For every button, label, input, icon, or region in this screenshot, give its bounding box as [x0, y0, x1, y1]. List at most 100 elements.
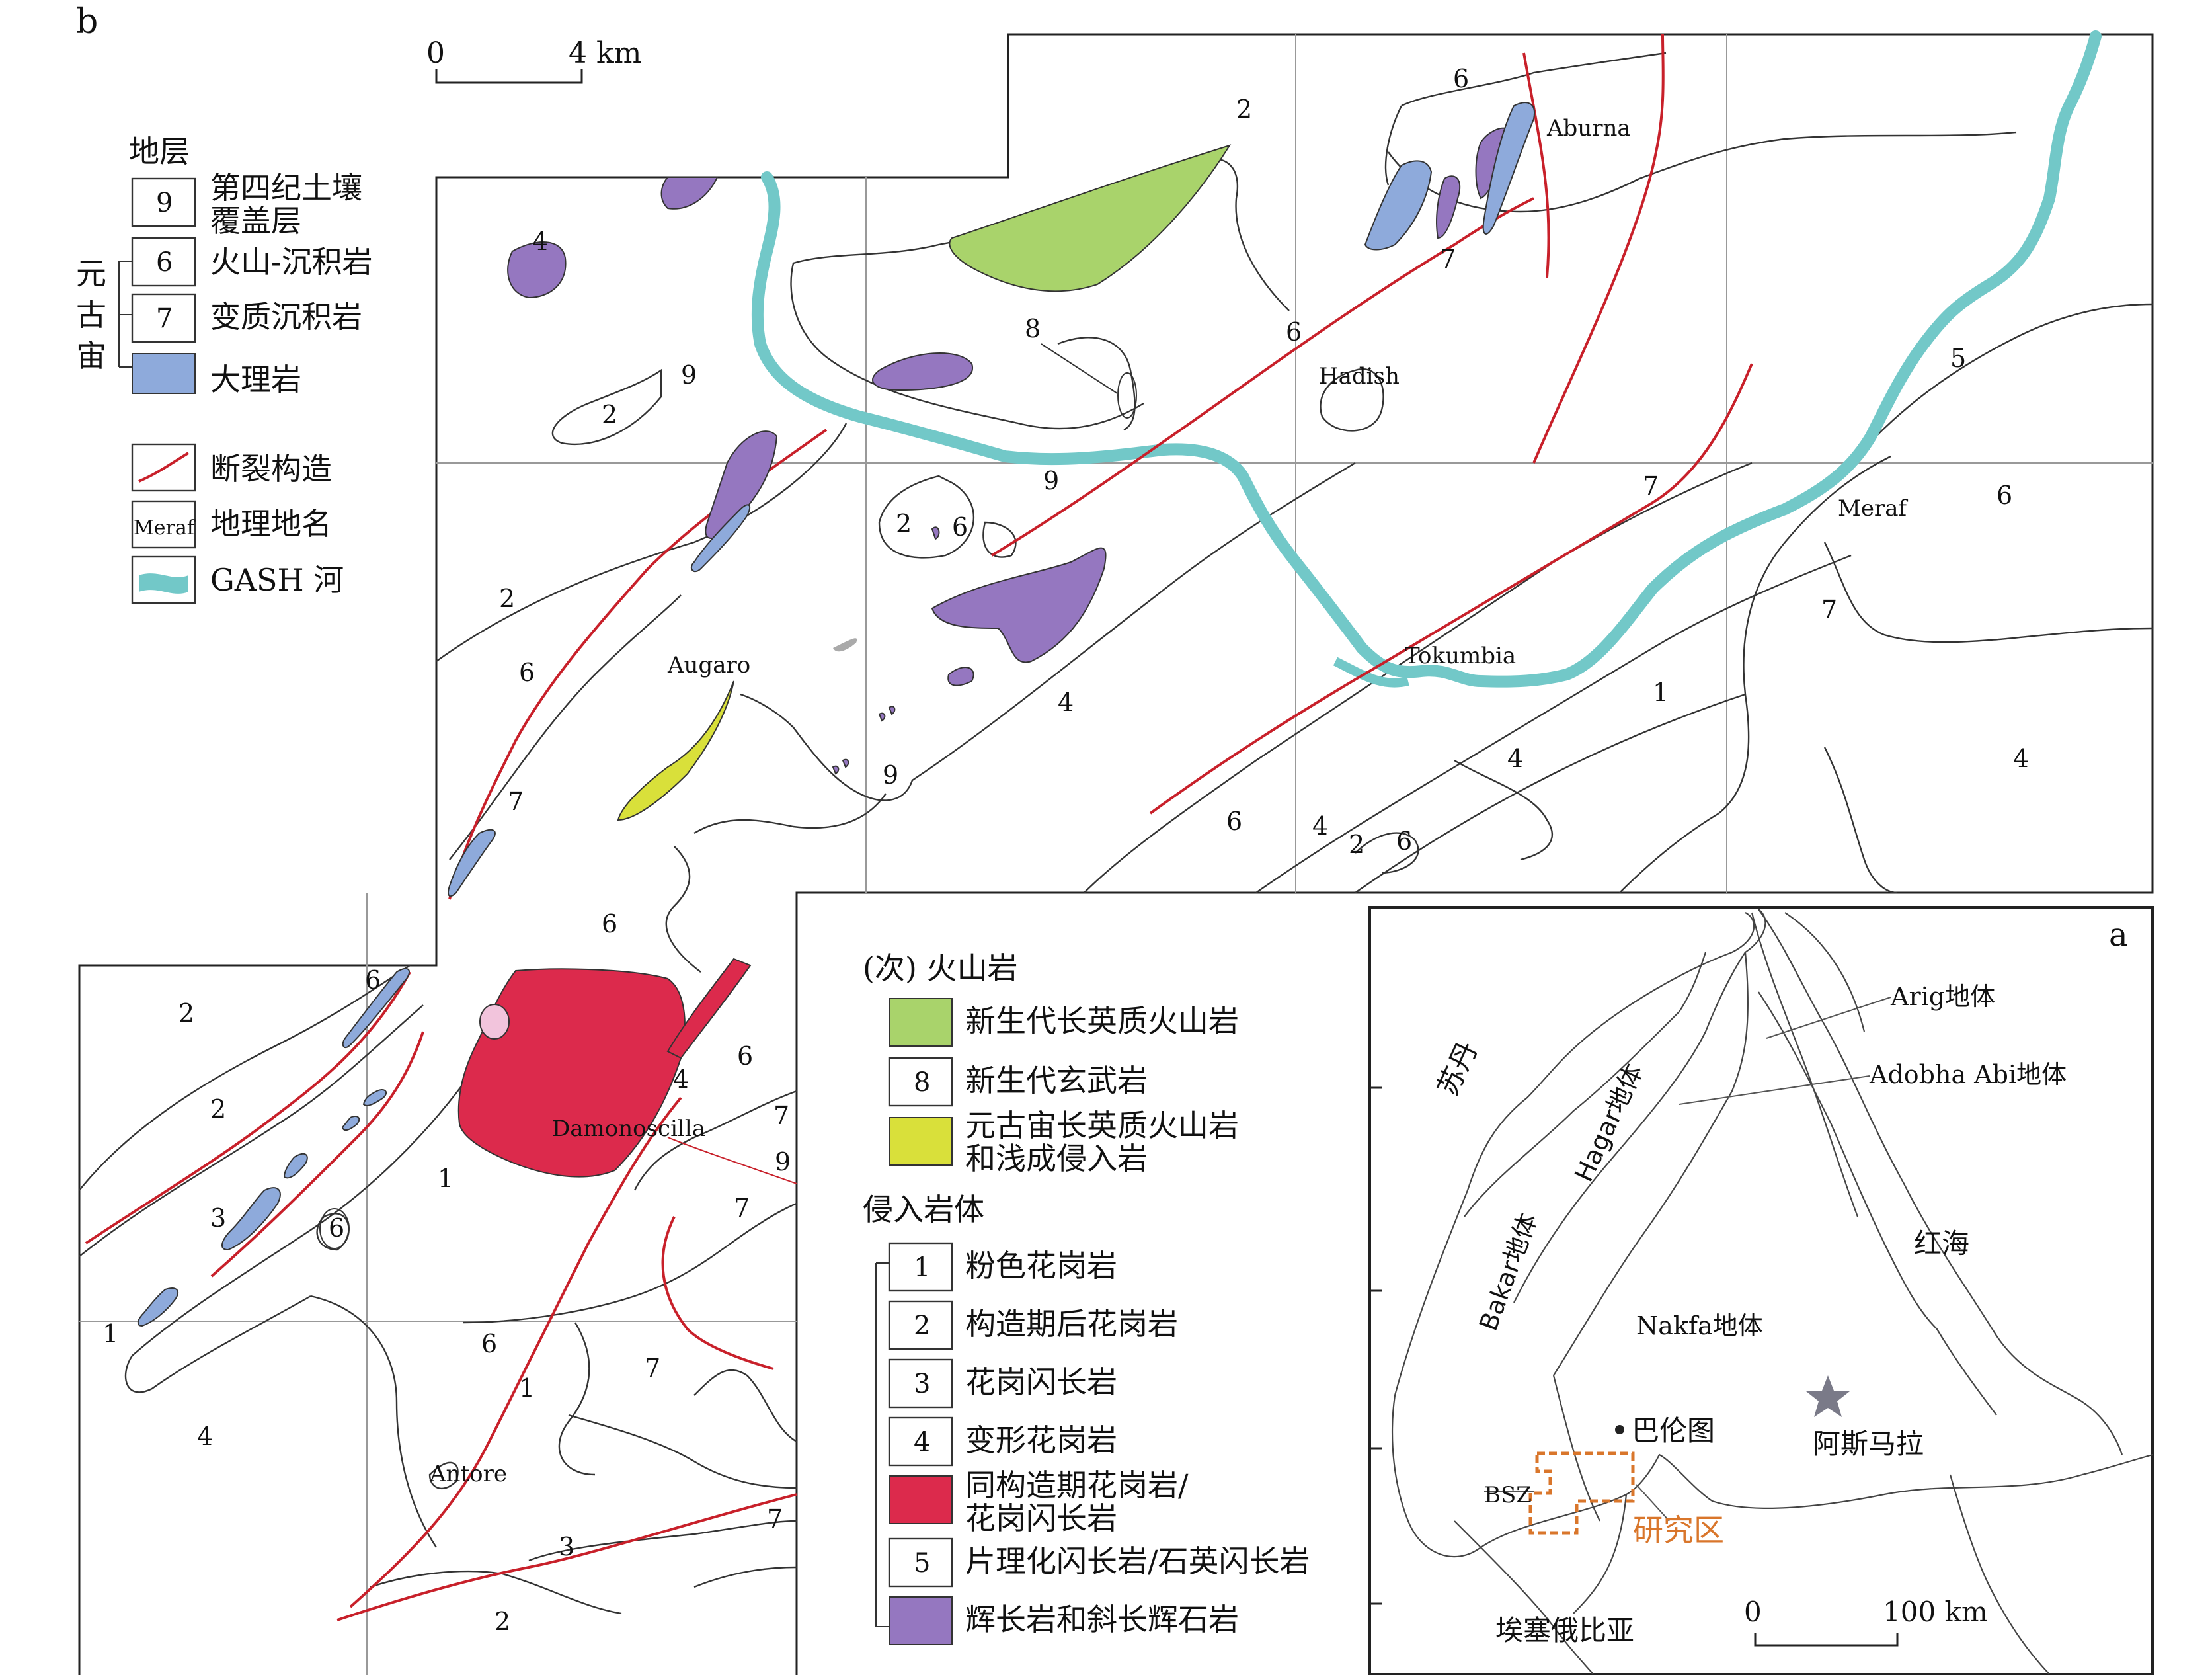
unit-label: 1 — [102, 1319, 118, 1348]
legend-label: 构造期后花岗岩 — [965, 1306, 1178, 1342]
unit-label: 7 — [1821, 595, 1837, 624]
barentu-dot — [1615, 1425, 1624, 1434]
place-hadish: Hadish — [1319, 363, 1400, 389]
unit-label: 6 — [1453, 64, 1469, 93]
legend-strata-title: 地层 — [129, 134, 190, 169]
unit-label: 6 — [481, 1329, 497, 1358]
unit-label: 6 — [1996, 481, 2012, 510]
unit-label: 7 — [1440, 245, 1456, 274]
syntectonic-granite-dike — [666, 958, 752, 1059]
unit-label: 6 — [519, 658, 535, 687]
place-damonoscilla: Damonoscilla — [552, 1116, 705, 1142]
faults-thin — [667, 1137, 797, 1184]
unit-label: 6 — [365, 965, 381, 995]
unit-label: 2 — [896, 509, 912, 538]
legend-label: 花岗闪长岩 — [965, 1500, 1117, 1536]
place-meraf: Meraf — [1838, 495, 1908, 522]
unit-label: 1 — [519, 1373, 535, 1403]
place-aburna: Aburna — [1546, 115, 1631, 142]
legend-label: 变质沉积岩 — [210, 299, 362, 335]
unit-label: 9 — [1043, 466, 1059, 495]
unit-label: 2 — [178, 999, 194, 1028]
legend-code: 9 — [156, 188, 173, 218]
unit-label: 2 — [499, 584, 515, 613]
unit-label: 6 — [737, 1042, 753, 1071]
asmara-star-icon — [1806, 1375, 1850, 1417]
legend-label: 花岗闪长岩 — [965, 1364, 1117, 1400]
legend-label: 新生代长英质火山岩 — [965, 1003, 1239, 1039]
panel-b-label: b — [76, 2, 98, 42]
legend-label: 粉色花岗岩 — [965, 1248, 1117, 1284]
marble-bodies — [137, 102, 1535, 1327]
unit-label: 4 — [1312, 811, 1328, 840]
legend-code: 1 — [914, 1252, 930, 1283]
legend-place-box: Meraf — [134, 516, 196, 540]
unit-label: 5 — [1950, 344, 1966, 373]
unit-label: 7 — [645, 1354, 660, 1383]
pink-granite-inclusion — [479, 1004, 510, 1040]
gray-lens — [833, 638, 857, 652]
unit-label: 7 — [508, 787, 524, 816]
unit-label: 6 — [952, 512, 968, 542]
scale-a-end: 100 km — [1883, 1596, 1988, 1628]
inset-terrane-arig: Arig地体 — [1890, 982, 1995, 1011]
inset-study-area: 研究区 — [1633, 1512, 1724, 1548]
unit-label: 6 — [1226, 807, 1242, 836]
legend-group-char-1: 元 — [76, 256, 106, 292]
legend-code: 5 — [914, 1548, 930, 1578]
unit-label: 2 — [494, 1607, 510, 1636]
legend-code: 4 — [914, 1427, 930, 1457]
place-name-labels: Aburna Hadish Meraf Tokumbia Augaro Damo… — [429, 115, 1908, 1487]
map-frame — [78, 33, 2154, 1675]
unit-label: 6 — [602, 909, 617, 938]
unit-label: 7 — [734, 1194, 750, 1223]
unit-label: 1 — [438, 1164, 454, 1193]
basalt-outline — [1117, 372, 1137, 419]
place-augaro: Augaro — [667, 652, 750, 678]
study-area-outline — [1528, 1451, 1635, 1535]
legend-label: 片理化闪长岩/石英闪长岩 — [965, 1543, 1310, 1579]
panel-a-label: a — [2109, 917, 2128, 954]
legend-code: 2 — [914, 1311, 930, 1341]
legend-river-label: GASH 河 — [210, 562, 344, 598]
syntectonic-granite-body — [457, 968, 686, 1178]
gash-river — [751, 30, 2102, 688]
legend-code: 3 — [914, 1369, 930, 1399]
legend-code: 6 — [156, 247, 173, 278]
unit-label: 2 — [602, 400, 617, 429]
legend-label: 新生代玄武岩 — [965, 1063, 1148, 1098]
unit-label: 2 — [1236, 95, 1252, 124]
legend-group-char-3: 宙 — [76, 338, 106, 374]
unit-label: 4 — [673, 1065, 689, 1094]
faults — [85, 34, 1753, 1621]
proterozoic-felsic-volcanic-body — [617, 680, 734, 821]
unit-label: 3 — [210, 1204, 226, 1233]
inset-bsz: BSZ — [1484, 1482, 1532, 1508]
unit-label: 9 — [775, 1147, 791, 1176]
legend-label: 大理岩 — [210, 362, 301, 397]
granodiorite-outline — [319, 1208, 350, 1249]
unit-label: 7 — [767, 1504, 783, 1533]
unit-label: 9 — [681, 360, 697, 389]
legend-intrusive-title: 侵入岩体 — [863, 1192, 984, 1227]
unit-label: 2 — [1349, 830, 1364, 859]
cenozoic-felsic-volcanic-body — [949, 144, 1232, 292]
unit-label: 4 — [1058, 688, 1074, 717]
inset-map: a — [1368, 906, 2154, 1675]
unit-boundaries — [79, 52, 2153, 1615]
unit-label: 6 — [329, 1213, 344, 1243]
legend-code: 8 — [914, 1067, 930, 1098]
unit-label: 3 — [559, 1532, 574, 1561]
scale-b-zero: 0 — [426, 36, 445, 70]
scale-bar-b: 0 4 km — [426, 36, 641, 84]
scale-b-end: 4 km — [569, 36, 641, 70]
legend-volcanic: (次) 火山岩 新生代长英质火山岩 8 新生代玄武岩 元古宙长英质火山岩 和浅成… — [863, 950, 1239, 1176]
inset-country-ethiopia: 埃塞俄比亚 — [1495, 1614, 1634, 1647]
legend-label: 和浅成侵入岩 — [965, 1141, 1148, 1176]
legend-label: 辉长岩和斜长辉石岩 — [965, 1602, 1239, 1637]
legend-volcanic-title: (次) 火山岩 — [863, 950, 1018, 986]
legend-strata: 地层 元 古 宙 9 第四纪土壤 覆盖层 6 火山-沉积岩 7 变质沉积岩 大理… — [76, 134, 373, 604]
unit-label: 4 — [1507, 744, 1523, 773]
unit-label: 2 — [210, 1094, 226, 1123]
